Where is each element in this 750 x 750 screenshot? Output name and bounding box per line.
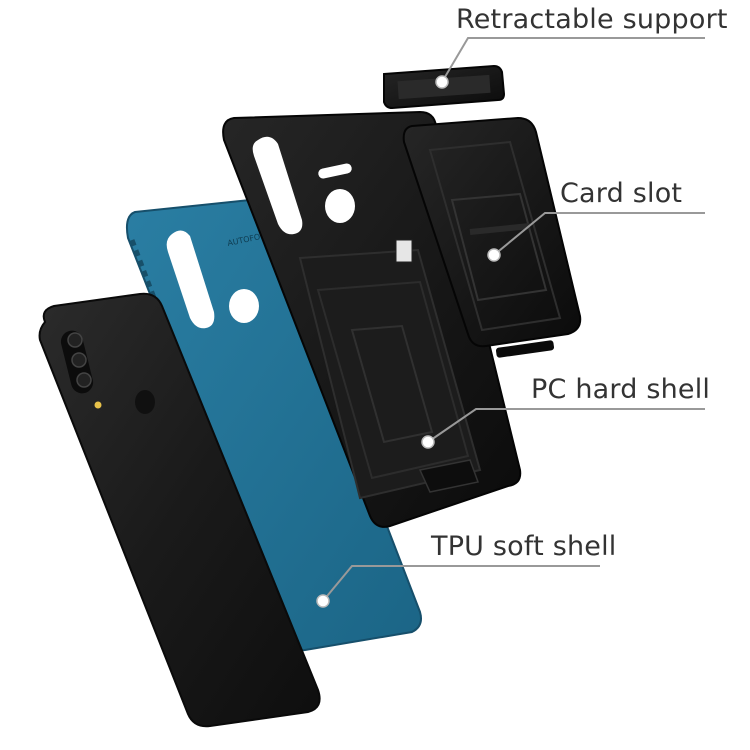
- phone: [38, 292, 321, 728]
- label-tpu-soft-shell: TPU soft shell: [431, 531, 617, 562]
- flash-icon: [94, 401, 102, 409]
- label-retractable-support: Retractable support: [456, 4, 728, 35]
- card-slot: [402, 116, 582, 358]
- fingerprint-sensor: [135, 390, 155, 414]
- camera-icon: [60, 330, 94, 394]
- callout-tpu-soft-shell: [316, 565, 600, 608]
- callout-retractable-support: [435, 37, 705, 89]
- label-pc-hard-shell: PC hard shell: [531, 374, 711, 405]
- callout-pc-hard-shell: [421, 408, 705, 449]
- callout-card-slot: [487, 212, 705, 262]
- label-card-slot: Card slot: [560, 178, 683, 209]
